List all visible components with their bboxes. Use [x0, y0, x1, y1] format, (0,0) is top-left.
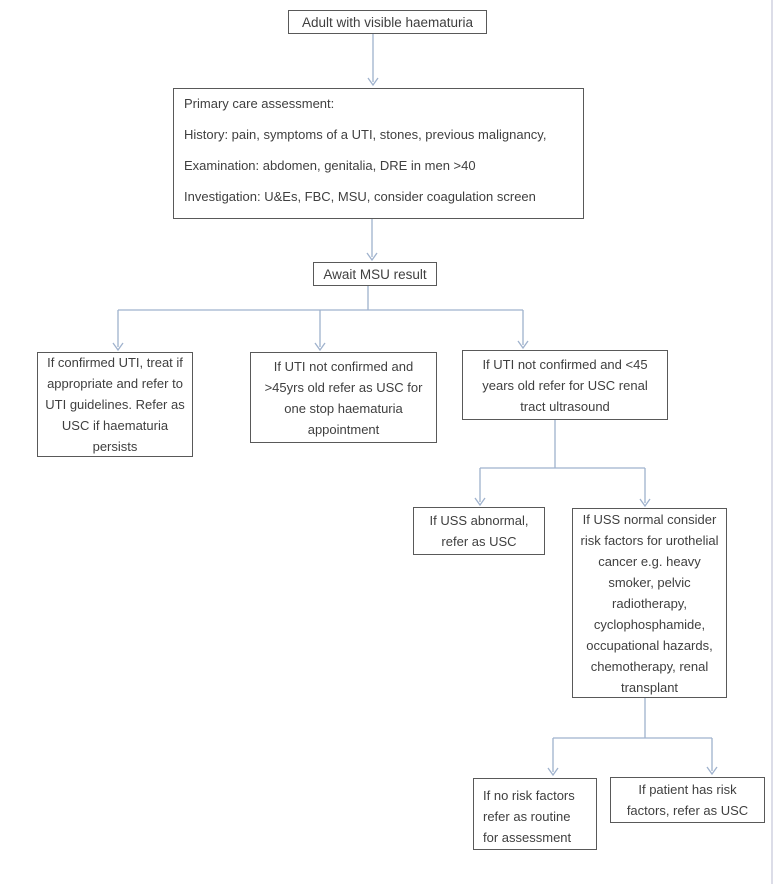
- over-45-label: If UTI not confirmed and >45yrs old refe…: [264, 358, 423, 437]
- node-no-risk-factors: If no risk factors refer as routine for …: [473, 778, 597, 850]
- under-45-label: If UTI not confirmed and <45 years old r…: [482, 356, 648, 414]
- node-primary-care-assessment: Primary care assessment: History: pain, …: [173, 88, 584, 219]
- edge-assessment-to-await: [366, 219, 378, 262]
- node-uti-not-confirmed-over-45: If UTI not confirmed and >45yrs old refe…: [250, 352, 437, 443]
- edge-start-to-assessment: [367, 33, 379, 87]
- node-confirmed-uti: If confirmed UTI, treat if appropriate a…: [37, 352, 193, 457]
- node-uss-abnormal: If USS abnormal, refer as USC: [413, 507, 545, 555]
- node-uss-normal-risk-factors: If USS normal consider risk factors for …: [572, 508, 727, 698]
- assessment-examination: Examination: abdomen, genitalia, DRE in …: [184, 158, 476, 173]
- edge-await-branch: [112, 285, 529, 352]
- node-start-label: Adult with visible haematuria: [301, 14, 474, 30]
- node-await-msu-result: Await MSU result: [313, 262, 437, 286]
- uss-abnormal-label: If USS abnormal, refer as USC: [429, 513, 529, 549]
- page-edge-line: [771, 0, 773, 884]
- assessment-investigation: Investigation: U&Es, FBC, MSU, consider …: [184, 189, 536, 204]
- confirmed-uti-label: If confirmed UTI, treat if appropriate a…: [45, 355, 185, 454]
- assessment-heading: Primary care assessment:: [184, 96, 335, 111]
- edge-under45-branch: [474, 420, 651, 508]
- uss-normal-label: If USS normal consider risk factors for …: [580, 511, 719, 695]
- edge-ussnormal-branch: [547, 698, 718, 777]
- no-risk-factors-label: If no risk factors refer as routine for …: [483, 788, 575, 845]
- await-msu-label: Await MSU result: [323, 266, 427, 282]
- node-uti-not-confirmed-under-45: If UTI not confirmed and <45 years old r…: [462, 350, 668, 420]
- has-risk-factors-label: If patient has risk factors, refer as US…: [626, 782, 749, 818]
- node-has-risk-factors: If patient has risk factors, refer as US…: [610, 777, 765, 823]
- assessment-history: History: pain, symptoms of a UTI, stones…: [184, 127, 547, 142]
- node-start: Adult with visible haematuria: [288, 10, 487, 34]
